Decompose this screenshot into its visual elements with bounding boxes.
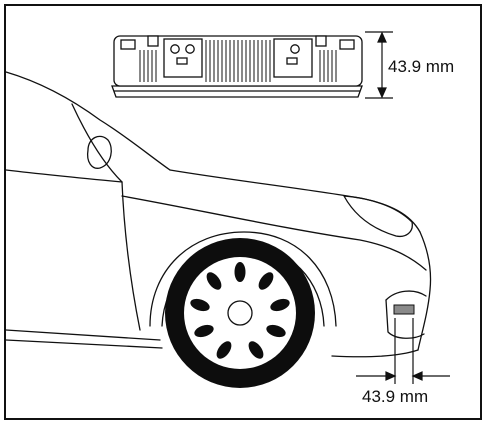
drl-lamp-location (393, 304, 415, 315)
diagram-frame (4, 4, 482, 420)
height-dimension (365, 31, 393, 99)
width-dimension-label: 43.9 mm (362, 387, 428, 406)
drl-module-icon (111, 35, 363, 98)
height-dimension-label: 43.9 mm (388, 57, 454, 76)
width-dimension (356, 318, 450, 384)
wheel-icon (165, 238, 315, 388)
